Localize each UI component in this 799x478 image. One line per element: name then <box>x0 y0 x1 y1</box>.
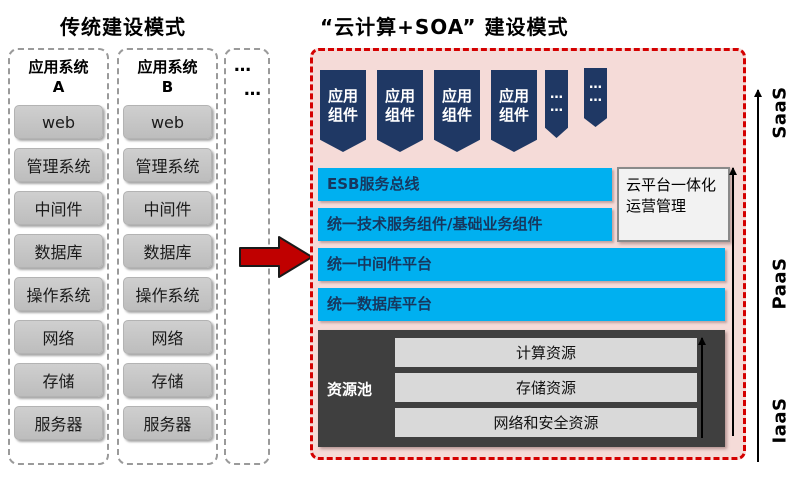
banner-label-line2: 组件 <box>327 106 358 124</box>
app-component-banner: 应用 组件 <box>491 70 537 152</box>
stack-item-web: web <box>123 105 212 139</box>
unified-middleware-platform-bar: 统一中间件平台 <box>318 248 725 281</box>
banner-label-line2: 组件 <box>441 106 472 124</box>
stack-item-os: 操作系统 <box>14 277 103 311</box>
column-header-text: 应用系统 <box>137 58 198 76</box>
app-system-b-column: 应用系统 B web 管理系统 中间件 数据库 操作系统 网络 存储 服务器 <box>117 48 218 465</box>
ellipsis: … <box>550 87 563 102</box>
column-header-text: 应用系统 <box>28 58 89 76</box>
resource-pool-label: 资源池 <box>327 380 373 398</box>
network-security-resources-bar: 网络和安全资源 <box>395 408 697 437</box>
ellipsis: … <box>589 90 602 105</box>
app-component-banner-ellipsis: … … <box>545 70 568 138</box>
stack-item-web: web <box>14 105 103 139</box>
stack-item-network: 网络 <box>14 320 103 354</box>
app-component-banner: 应用 组件 <box>320 70 366 152</box>
esb-service-bus-bar: ESB服务总线 <box>318 168 612 201</box>
traditional-mode-title: 传统建设模式 <box>60 15 186 39</box>
transform-arrow-icon <box>239 236 313 278</box>
banner-label-line1: 应用 <box>327 87 358 105</box>
app-system-a-column: 应用系统 A web 管理系统 中间件 数据库 操作系统 网络 存储 服务器 <box>8 48 109 465</box>
ellipsis: … <box>550 100 563 115</box>
resource-pool-box: 资源池 计算资源 存储资源 网络和安全资源 <box>318 330 725 447</box>
stack-item-middleware: 中间件 <box>123 191 212 225</box>
stack-item-mgmt-system: 管理系统 <box>14 148 103 182</box>
cloud-platform-management-box: 云平台一体化运营管理 <box>617 167 730 242</box>
stack-item-server: 服务器 <box>14 406 103 440</box>
cloud-soa-mode-title: “云计算+SOA” 建设模式 <box>320 15 569 39</box>
app-component-banner: 应用 组件 <box>377 70 423 152</box>
iaas-scope-arrow-icon <box>698 337 706 438</box>
app-component-banner-ellipsis: … … <box>584 68 607 127</box>
paas-scope-arrow-icon <box>729 167 737 436</box>
stack-item-storage: 存储 <box>123 363 212 397</box>
banner-label-line1: 应用 <box>498 87 529 105</box>
unified-tech-service-components-bar: 统一技术服务组件/基础业务组件 <box>318 208 612 241</box>
app-component-banner: 应用 组件 <box>434 70 480 152</box>
column-header-letter: A <box>52 78 65 96</box>
unified-database-platform-bar: 统一数据库平台 <box>318 288 725 321</box>
compute-resources-bar: 计算资源 <box>395 338 697 367</box>
banner-label-line2: 组件 <box>498 106 529 124</box>
paas-layer-label: PaaS <box>769 257 791 309</box>
stack-item-mgmt-system: 管理系统 <box>123 148 212 182</box>
stack-item-network: 网络 <box>123 320 212 354</box>
column-header: 应用系统 A <box>10 57 107 97</box>
stack-item-database: 数据库 <box>14 234 103 268</box>
stack-item-os: 操作系统 <box>123 277 212 311</box>
banner-label-line1: 应用 <box>441 87 472 105</box>
storage-resources-bar: 存储资源 <box>395 373 697 402</box>
column-header: 应用系统 B <box>119 57 216 97</box>
ellipsis: … <box>234 56 251 76</box>
column-header-letter: B <box>161 78 174 96</box>
banner-label-line1: 应用 <box>384 87 415 105</box>
stack-item-storage: 存储 <box>14 363 103 397</box>
ellipsis: … <box>589 77 602 92</box>
cloud-soa-panel: 应用 组件 应用 组件 应用 组件 应用 组件 … … <box>310 48 746 460</box>
stack-item-middleware: 中间件 <box>14 191 103 225</box>
banner-label-line2: 组件 <box>384 106 415 124</box>
saas-layer-label: SaaS <box>769 85 791 139</box>
stack-item-database: 数据库 <box>123 234 212 268</box>
iaas-layer-label: IaaS <box>769 397 791 443</box>
ellipsis: … <box>244 80 261 100</box>
service-layers-axis-arrow-icon <box>754 89 762 462</box>
stack-item-server: 服务器 <box>123 406 212 440</box>
